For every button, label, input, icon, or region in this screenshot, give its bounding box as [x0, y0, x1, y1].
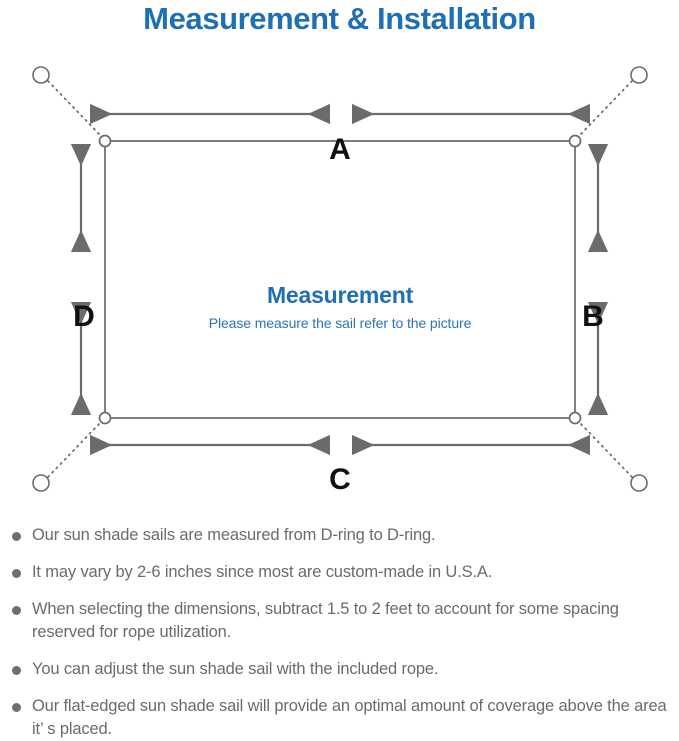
page-title: Measurement & Installation — [143, 1, 536, 36]
d-ring-top-right — [568, 134, 582, 148]
anchor-points — [32, 66, 648, 492]
notes-list: Our sun shade sails are measured from D-… — [0, 524, 679, 741]
list-item: Our flat-edged sun shade sail will provi… — [0, 695, 679, 741]
d-ring-top-left — [98, 134, 112, 148]
sail-shape — [104, 140, 576, 419]
anchor-point-top-right — [630, 66, 648, 84]
anchor-point-bottom-right — [630, 474, 648, 492]
note-text: Our flat-edged sun shade sail will provi… — [32, 697, 667, 738]
dimension-label-b: B — [582, 300, 604, 333]
list-item: You can adjust the sun shade sail with t… — [0, 658, 679, 681]
bullet-icon — [12, 569, 21, 578]
rope-lines — [47, 80, 633, 478]
rope-top-right — [578, 80, 633, 137]
rope-top-left — [47, 80, 102, 137]
note-text: You can adjust the sun shade sail with t… — [32, 660, 439, 678]
anchor-point-top-left — [32, 66, 50, 84]
d-rings — [98, 134, 582, 425]
note-text: It may vary by 2-6 inches since most are… — [32, 563, 493, 581]
list-item: It may vary by 2-6 inches since most are… — [0, 561, 679, 584]
list-item: Our sun shade sails are measured from D-… — [0, 524, 679, 547]
note-text: Our sun shade sails are measured from D-… — [32, 526, 436, 544]
dimension-label-c: C — [329, 463, 351, 496]
d-ring-bottom-left — [98, 411, 112, 425]
bullet-icon — [12, 532, 21, 541]
bullet-icon — [12, 606, 21, 615]
sail-measurement-diagram: A B C D Measurement Please measure the s… — [0, 40, 679, 510]
bullet-icon — [12, 703, 21, 712]
dimension-label-d: D — [73, 300, 95, 333]
note-text: When selecting the dimensions, subtract … — [32, 600, 619, 641]
rope-bottom-left — [47, 421, 102, 478]
rope-bottom-right — [578, 421, 633, 478]
bullet-icon — [12, 666, 21, 675]
dimension-label-a: A — [329, 133, 351, 166]
d-ring-bottom-right — [568, 411, 582, 425]
anchor-point-bottom-left — [32, 474, 50, 492]
list-item: When selecting the dimensions, subtract … — [0, 598, 679, 644]
diagram-svg — [32, 66, 648, 492]
